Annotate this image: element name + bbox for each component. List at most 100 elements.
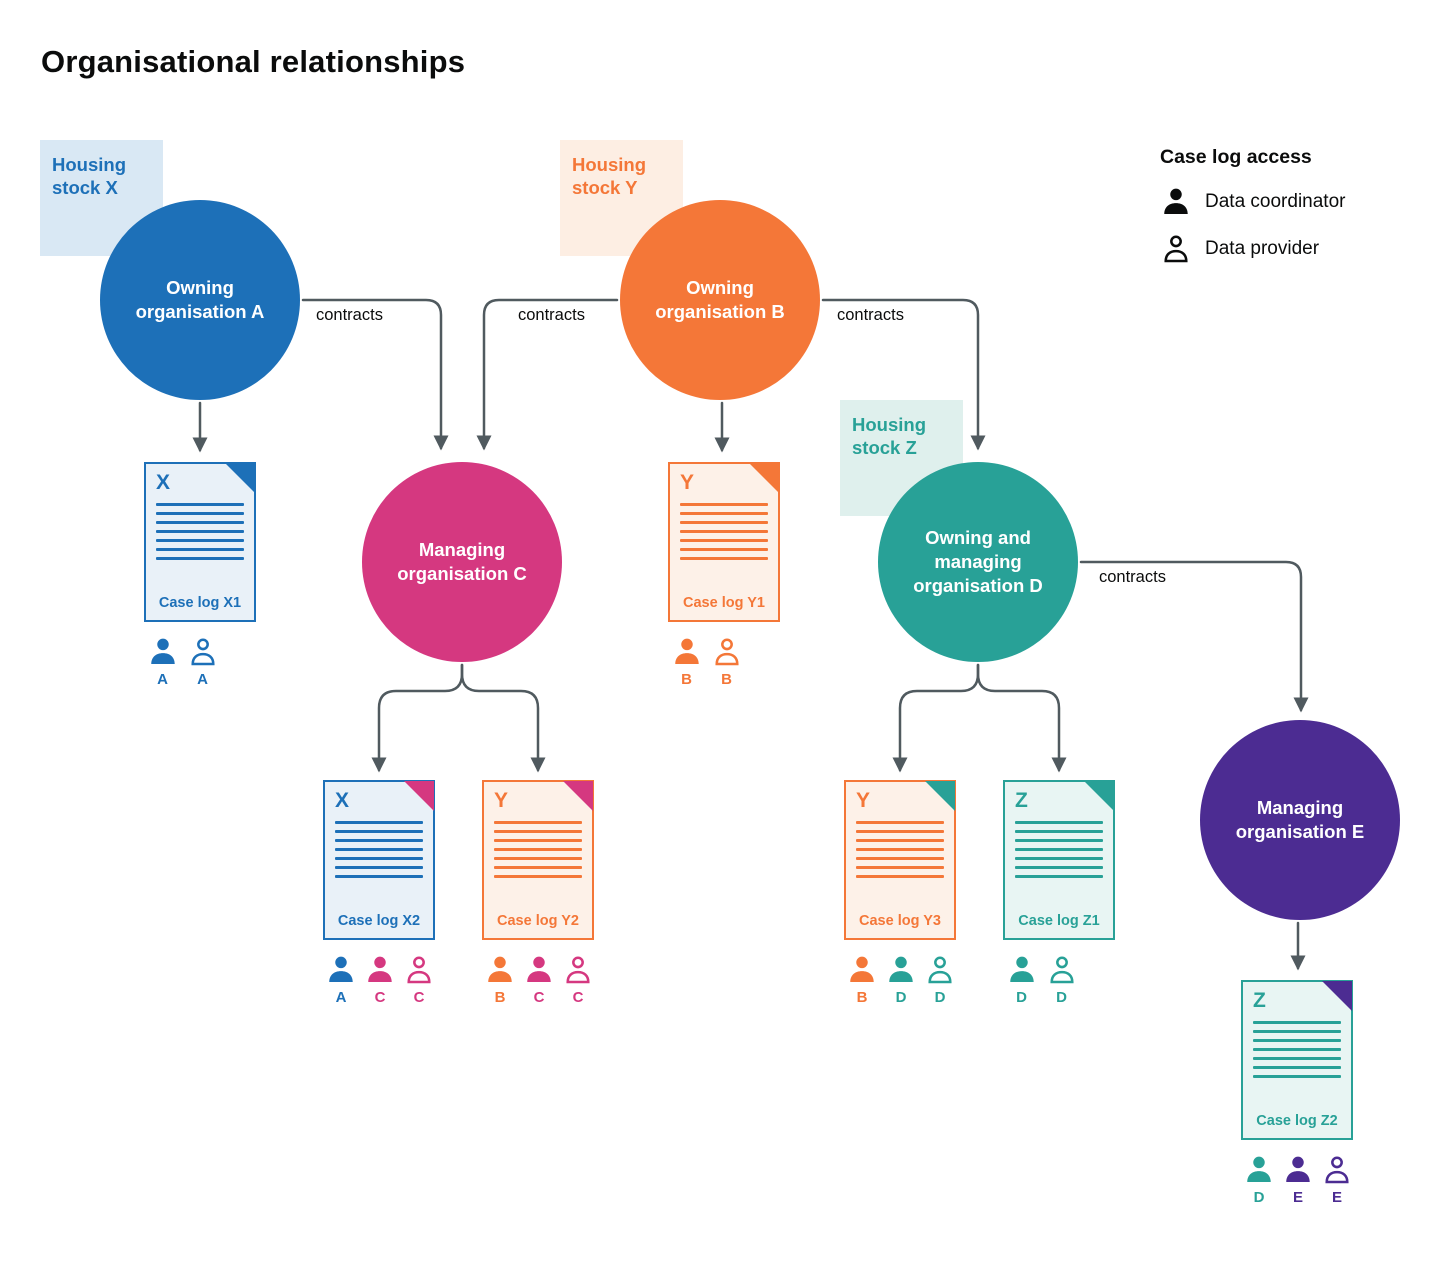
person-filled-icon <box>1282 1154 1314 1186</box>
access-org-letter: C <box>413 989 425 1006</box>
person-filled-icon <box>147 636 179 668</box>
arrow-b-to-c <box>476 298 619 451</box>
legend-item-label: Data coordinator <box>1205 191 1346 212</box>
case-log-label: Case log Y3 <box>859 913 941 929</box>
case-log-document-icon: Y Case log Y3 <box>844 780 956 940</box>
folded-corner-icon <box>749 463 779 493</box>
access-org-letter: B <box>721 671 732 688</box>
access-person-provider: E <box>1321 1154 1353 1206</box>
access-org-letter: B <box>856 989 868 1006</box>
access-org-letter: A <box>335 989 347 1006</box>
housing-stock-letter: X <box>156 471 171 494</box>
access-org-letter: C <box>374 989 386 1006</box>
case-log-label: Case log Z1 <box>1018 913 1100 929</box>
person-outline-icon <box>187 636 219 668</box>
contracts-label: contracts <box>316 306 383 324</box>
case-log-label: Case log X2 <box>337 913 421 929</box>
person-filled-icon <box>364 954 396 986</box>
access-person-coordinator: E <box>1282 1154 1314 1206</box>
person-outline-icon <box>562 954 594 986</box>
document-text-lines <box>680 503 768 560</box>
legend-item-provider: Data provider <box>1160 233 1345 265</box>
document-text-lines <box>856 821 944 878</box>
org-circle-e: Managing organisation E <box>1200 720 1400 920</box>
access-person-provider: A <box>186 636 219 688</box>
access-org-letter: D <box>1056 989 1067 1006</box>
case-log-document-icon: X Case log X1 <box>144 462 256 622</box>
arrow-d-to-caselog-y3 <box>892 663 980 773</box>
access-person-coordinator: D <box>1005 954 1038 1006</box>
case-log-access-legend: Case log access Data coordinator Data pr… <box>1160 146 1345 280</box>
access-person-coordinator: C <box>523 954 555 1006</box>
person-outline-icon <box>924 954 956 986</box>
legend-item-coordinator: Data coordinator <box>1160 186 1345 218</box>
org-circle-c-label: Managing organisation C <box>397 538 527 584</box>
access-person-provider: C <box>562 954 594 1006</box>
access-person-coordinator: D <box>885 954 917 1006</box>
person-outline-icon <box>1321 1154 1353 1186</box>
access-person-coordinator: B <box>846 954 878 1006</box>
case-log-label: Case log X1 <box>158 595 242 611</box>
case-log-document-icon: Z Case log Z2 <box>1241 980 1353 1140</box>
org-circle-b: Owning organisation B <box>620 200 820 400</box>
access-person-coordinator: A <box>146 636 179 688</box>
access-person-coordinator: B <box>670 636 703 688</box>
person-filled-icon <box>1006 954 1038 986</box>
access-org-letter: D <box>934 989 946 1006</box>
access-org-letter: D <box>1016 989 1027 1006</box>
folded-corner-icon <box>925 781 955 811</box>
housing-stock-letter: Y <box>680 471 695 494</box>
document-text-lines <box>1253 1021 1341 1078</box>
housing-stock-letter: X <box>335 789 350 812</box>
person-filled-icon <box>523 954 555 986</box>
case-log-document-icon: X Case log X2 <box>323 780 435 940</box>
access-person-provider: D <box>1045 954 1078 1006</box>
document-text-lines <box>494 821 582 878</box>
access-org-letter: D <box>1253 1189 1265 1206</box>
folded-corner-icon <box>563 781 593 811</box>
access-org-letter: B <box>494 989 506 1006</box>
access-org-letter: E <box>1292 1189 1303 1206</box>
folded-corner-icon <box>225 463 255 493</box>
access-person-provider: B <box>710 636 743 688</box>
access-person-provider: C <box>403 954 435 1006</box>
housing-stock-letter: Y <box>856 789 871 812</box>
contracts-label: contracts <box>1099 568 1166 586</box>
person-filled-icon <box>671 636 703 668</box>
case-log-label: Case log Z2 <box>1256 1113 1338 1129</box>
person-outline-icon <box>711 636 743 668</box>
access-org-letter: C <box>533 989 545 1006</box>
arrow-b-to-d <box>821 298 986 451</box>
document-text-lines <box>1015 821 1103 878</box>
legend-item-label: Data provider <box>1205 238 1320 259</box>
person-outline-icon <box>1046 954 1078 986</box>
arrow-a-to-c <box>301 298 449 451</box>
person-filled-icon <box>484 954 516 986</box>
folded-corner-icon <box>1084 781 1114 811</box>
access-org-letter: D <box>895 989 907 1006</box>
housing-stock-letter: Z <box>1253 989 1266 1012</box>
arrow-c-to-caselog-x2 <box>371 663 464 773</box>
contracts-label: contracts <box>837 306 904 324</box>
org-circle-d: Owning and managing organisation D <box>878 462 1078 662</box>
access-org-letter: C <box>572 989 584 1006</box>
person-filled-icon <box>846 954 878 986</box>
org-circle-b-label: Owning organisation B <box>655 276 785 322</box>
arrow-d-to-caselog-z1 <box>976 663 1067 773</box>
person-outline-icon <box>403 954 435 986</box>
arrow-d-to-e <box>1079 560 1309 713</box>
access-person-coordinator: A <box>325 954 357 1006</box>
org-circle-c: Managing organisation C <box>362 462 562 662</box>
document-text-lines <box>156 503 244 560</box>
access-org-letter: A <box>157 671 168 688</box>
document-text-lines <box>335 821 423 878</box>
